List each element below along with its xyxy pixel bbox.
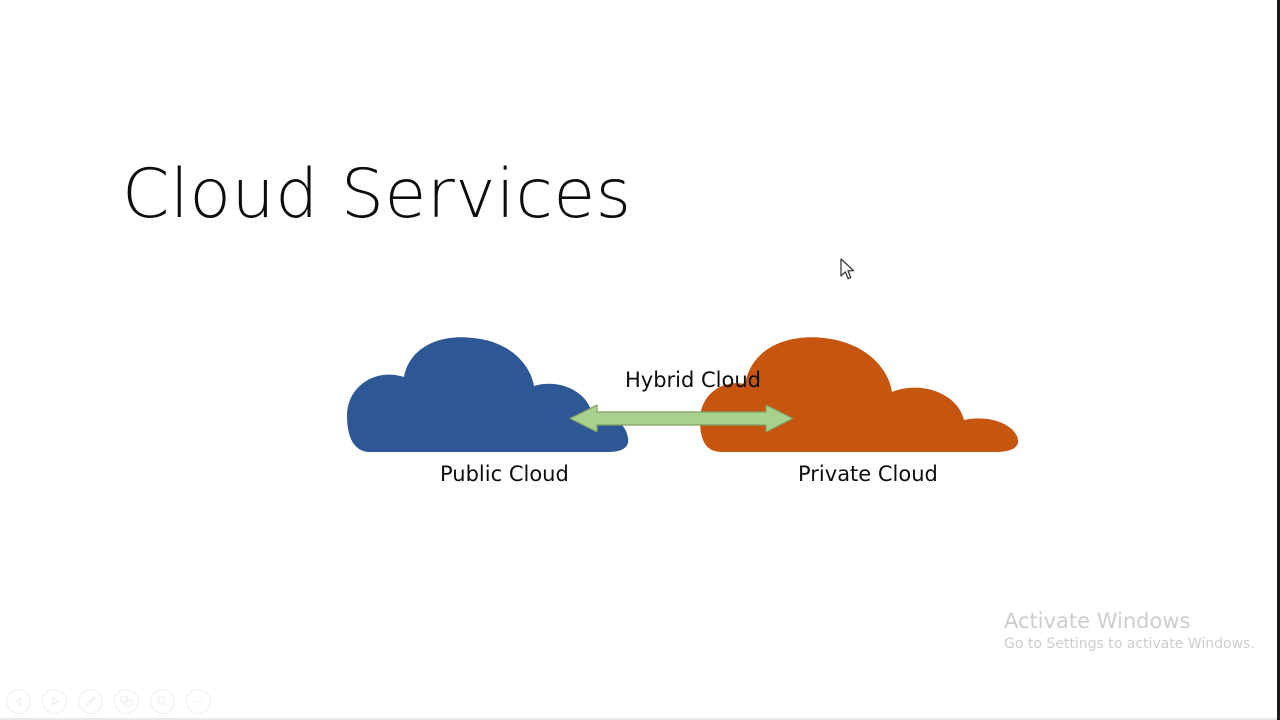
magnifier-icon — [155, 694, 170, 709]
more-options-button[interactable] — [186, 689, 211, 714]
hybrid-cloud-arrow — [569, 404, 794, 433]
ellipsis-icon — [191, 694, 206, 709]
activate-windows-watermark: Activate Windows Go to Settings to activ… — [1004, 608, 1255, 655]
arrow-pointer-icon — [840, 258, 855, 280]
hybrid-cloud-label: Hybrid Cloud — [625, 368, 762, 392]
private-cloud-shape — [699, 337, 1019, 452]
pen-icon — [83, 694, 98, 709]
activate-windows-title: Activate Windows — [1004, 609, 1191, 633]
private-cloud-label: Private Cloud — [798, 462, 938, 486]
zoom-slide-button[interactable] — [150, 689, 175, 714]
next-slide-button[interactable] — [42, 689, 67, 714]
all-slides-button[interactable] — [114, 689, 139, 714]
public-cloud-label: Public Cloud — [440, 462, 569, 486]
slides-grid-icon — [119, 694, 134, 709]
triangle-right-icon — [48, 695, 61, 708]
pen-tools-button[interactable] — [78, 689, 103, 714]
slideshow-toolbar — [6, 689, 211, 714]
page-title: Cloud Services — [122, 155, 632, 234]
frame-bottom-edge — [0, 718, 1280, 720]
frame-right-edge — [1277, 0, 1280, 720]
triangle-left-icon — [12, 695, 25, 708]
previous-slide-button[interactable] — [6, 689, 31, 714]
activate-windows-subtitle: Go to Settings to activate Windows. — [1004, 636, 1255, 653]
public-cloud-shape — [347, 337, 629, 452]
